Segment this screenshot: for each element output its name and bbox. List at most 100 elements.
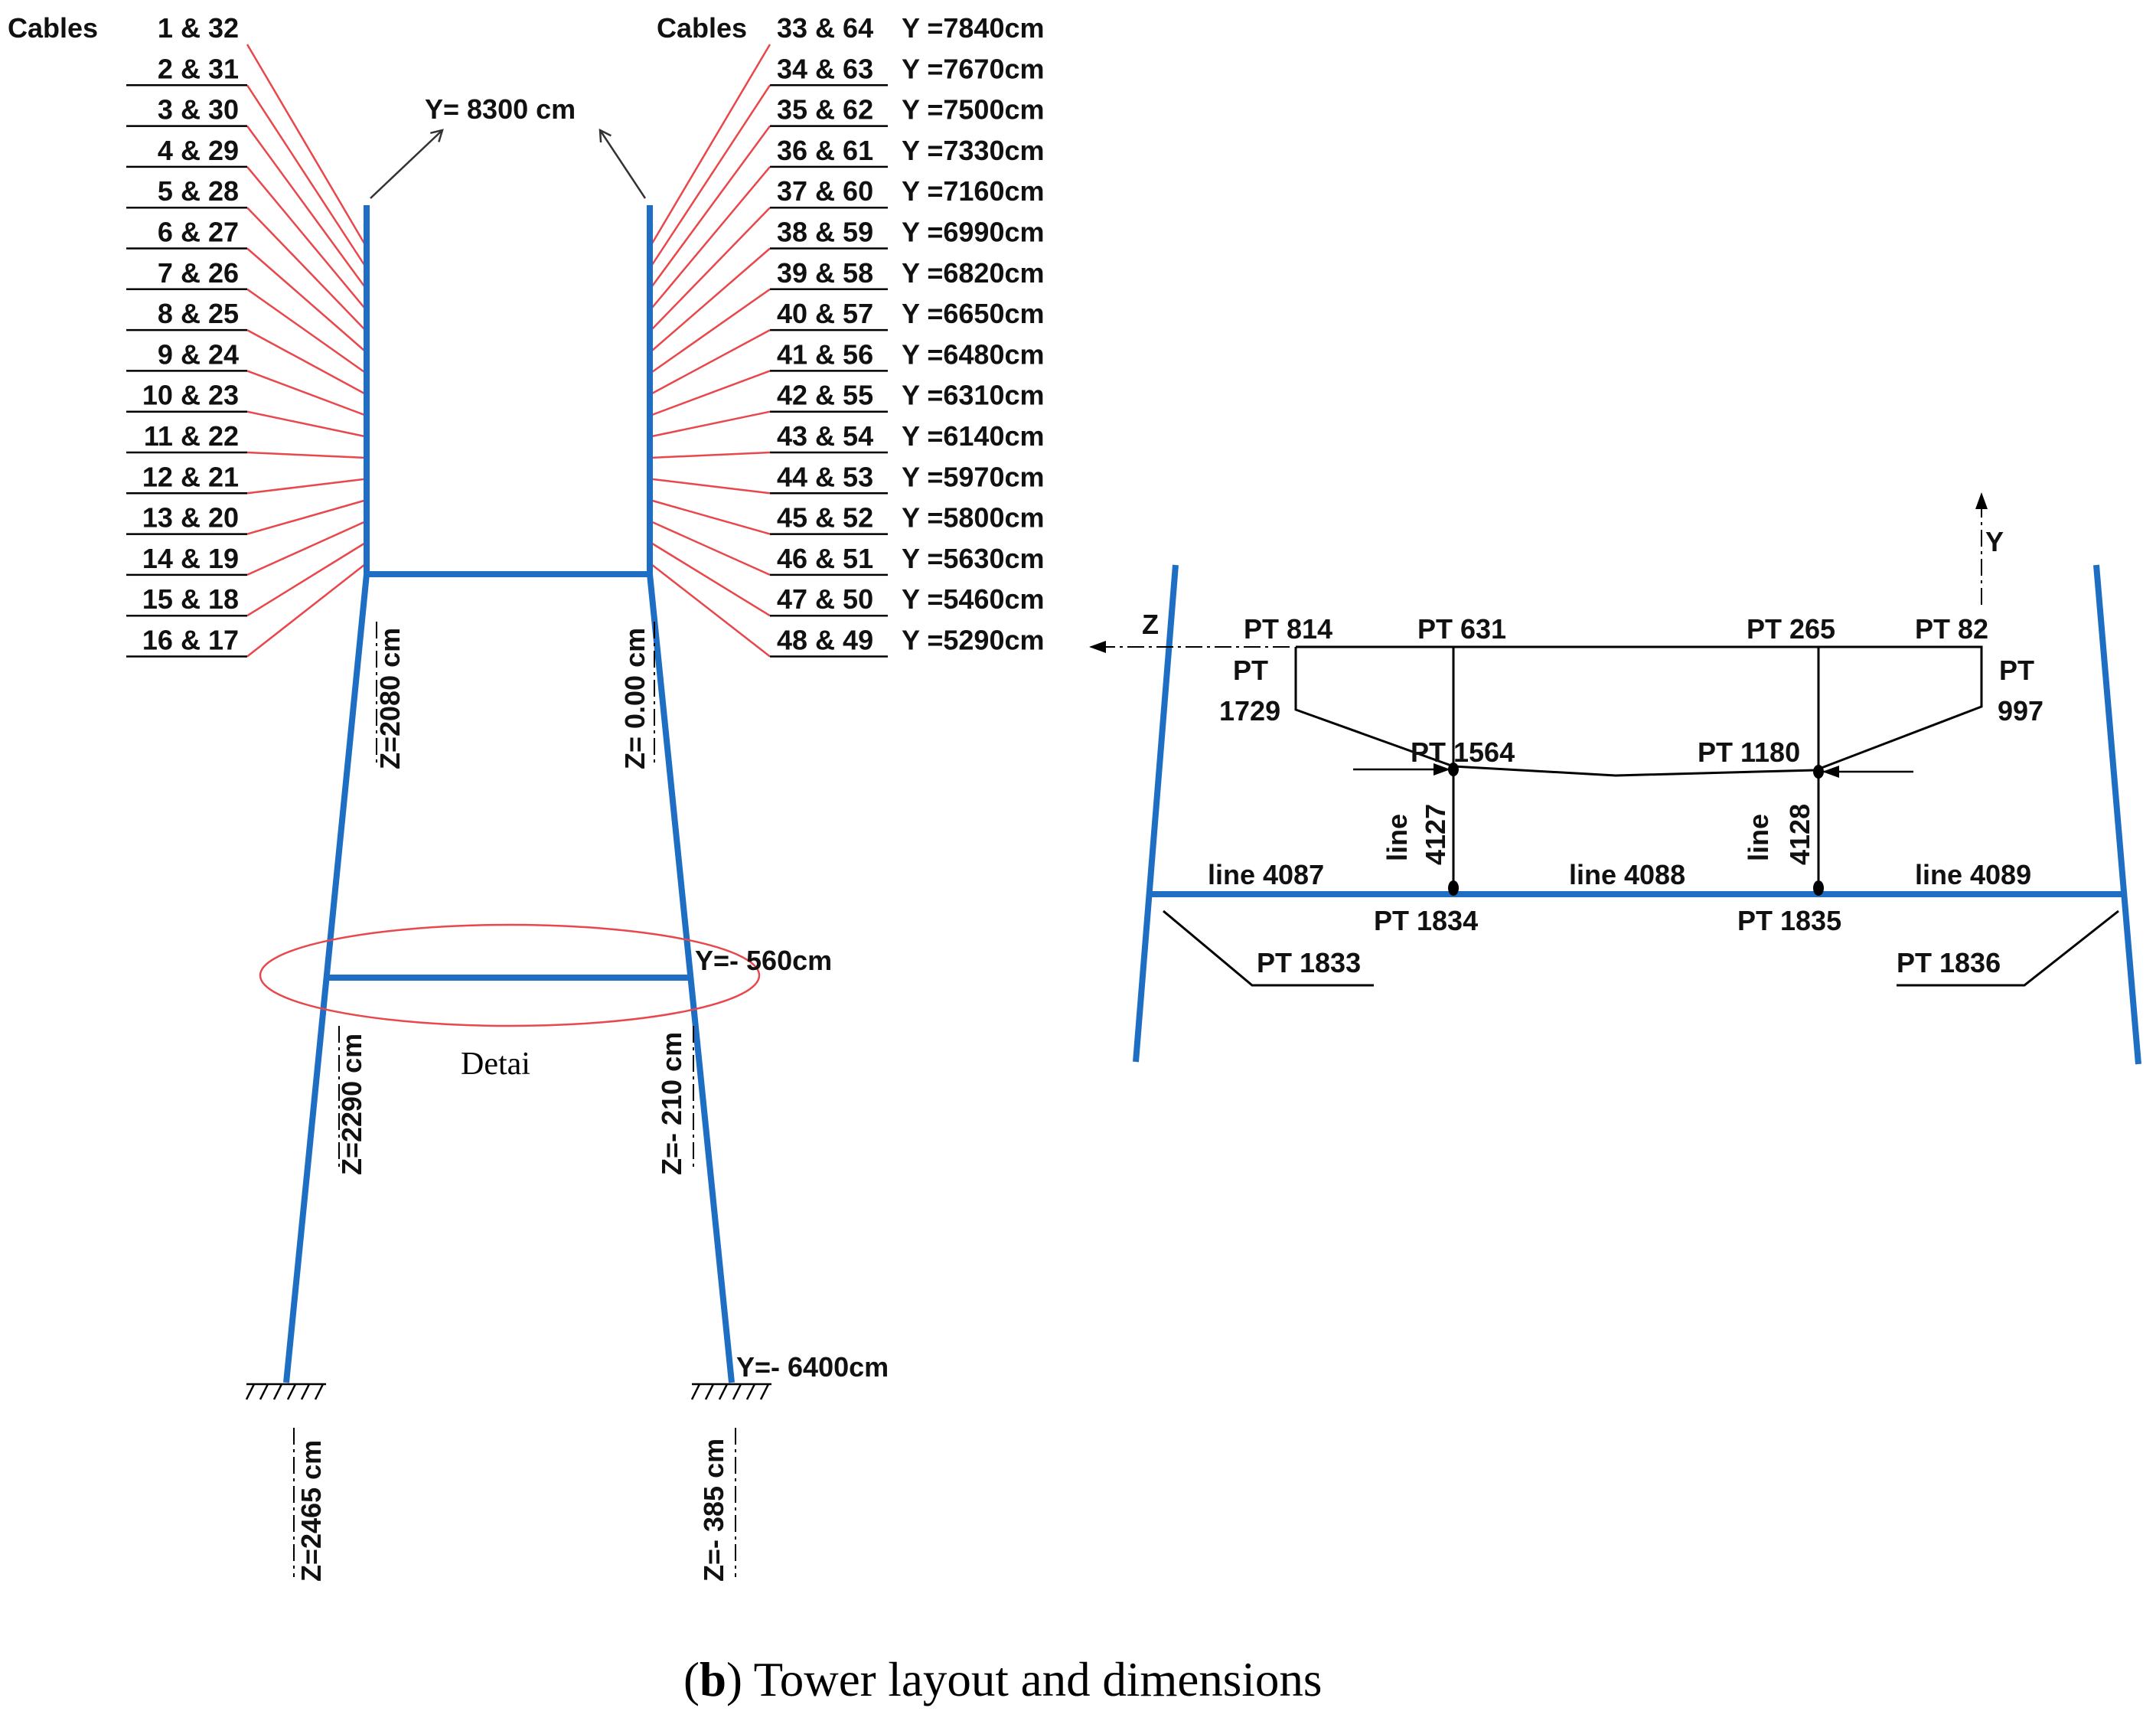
detail-left-leg [1133, 564, 1179, 1063]
z-base-left-label: Z=2465 cm [295, 1440, 327, 1582]
z-lower-right-label: Z=- 210 cm [656, 1032, 687, 1175]
left-fixed-support [245, 1383, 326, 1400]
left-cable-line [246, 562, 367, 658]
line4127-label-a: line [1381, 814, 1413, 861]
right-cable-label: 38 & 59 [777, 217, 873, 248]
left-cable-line [246, 520, 367, 576]
left-cable-label: 14 & 19 [142, 543, 239, 574]
left-cable-line [246, 288, 367, 375]
right-cable-elevation: Y =6820cm [902, 257, 1045, 289]
right-cables-heading: Cables [657, 12, 747, 44]
deck-outline [1294, 645, 1983, 777]
left-cable-line [246, 247, 367, 354]
right-cable-line [649, 328, 771, 396]
left-cable-line [246, 207, 367, 332]
left-cable-label: 10 & 23 [142, 380, 239, 411]
right-cable-label: 43 & 54 [777, 420, 873, 452]
left-cable-line [246, 329, 367, 396]
pt1836-label: PT 1836 [1897, 947, 2001, 978]
right-cable-label: 39 & 58 [777, 257, 873, 289]
left-cable-line [246, 540, 367, 617]
right-cable-label: 45 & 52 [777, 502, 873, 534]
right-cable-label: 36 & 61 [777, 135, 873, 166]
z-base-right-label: Z=- 385 cm [698, 1439, 729, 1582]
node-pt1180 [1813, 765, 1824, 779]
pt1729-label-a: PT [1233, 655, 1268, 686]
right-cable-label: 40 & 57 [777, 298, 873, 329]
right-cable-label: 42 & 55 [777, 380, 873, 411]
node-pt1835 [1813, 880, 1824, 896]
left-cable-label: 11 & 22 [144, 420, 239, 452]
right-cable-elevation: Y =6140cm [902, 420, 1045, 452]
left-cable-line [246, 125, 368, 290]
right-cable-label: 37 & 60 [777, 175, 873, 207]
right-cable-line [649, 247, 771, 354]
left-cable-label: 3 & 30 [158, 94, 239, 126]
right-cable-elevation: Y =6990cm [902, 217, 1045, 248]
crossbeam-elevation-label: Y=- 560cm [695, 945, 832, 976]
right-tower-lower-leg [647, 573, 735, 1383]
right-cable-label: 33 & 64 [777, 12, 873, 44]
right-cable-line [649, 166, 771, 312]
pt1729-label-b: 1729 [1219, 695, 1280, 727]
left-cable-label: 13 & 20 [142, 502, 239, 534]
right-fixed-support [690, 1383, 771, 1400]
right-cable-label: 46 & 51 [777, 543, 873, 574]
line4089-label: line 4089 [1915, 859, 2031, 890]
right-cable-elevation: Y =7160cm [902, 175, 1045, 207]
pt1564-label: PT 1564 [1411, 736, 1515, 768]
top-arrow-right [599, 128, 647, 199]
pt82-label: PT 82 [1915, 613, 1988, 645]
left-cable-line [246, 498, 367, 535]
left-cables-heading: Cables [8, 12, 98, 44]
left-cable-line [246, 84, 368, 269]
right-cable-line [649, 451, 771, 459]
right-cable-elevation: Y =5970cm [902, 461, 1045, 492]
crossbeam-detail: Y Z PT 814 PT 631 PT 265 PT 82 PT 1729 P… [1089, 492, 2141, 1065]
right-cable-elevation: Y =7500cm [902, 94, 1045, 126]
z-upper-left-label: Z=2080 cm [374, 628, 406, 769]
left-cable-label: 1 & 32 [158, 12, 239, 44]
figure-caption: (b) Tower layout and dimensions [683, 1653, 1322, 1706]
line4128-label-b: 4128 [1784, 804, 1815, 865]
left-cable-line [246, 478, 367, 495]
pt631-label: PT 631 [1417, 613, 1506, 645]
detail-label: Detai [461, 1047, 530, 1082]
z-upper-right-label: Z= 0.00 cm [619, 628, 651, 769]
right-cable-line [649, 410, 771, 438]
tower-elevation: Detai Y= 8300 cm Y=- 560cm Y=- 6400cm Z=… [8, 12, 1045, 1582]
pt1833-leader [1163, 909, 1374, 987]
left-cable-label: 2 & 31 [158, 53, 239, 84]
right-cable-elevation: Y =5800cm [902, 502, 1045, 534]
z-lower-left-label: Z=2290 cm [336, 1034, 367, 1175]
pt265-label: PT 265 [1747, 613, 1835, 645]
left-tower-lower-leg [283, 573, 370, 1383]
y-axis-label: Y [1985, 526, 2004, 557]
pt997-label-b: 997 [1998, 695, 2043, 727]
right-cable-line [649, 562, 771, 658]
right-cable-elevation: Y =7840cm [902, 12, 1045, 44]
right-cable-line [648, 84, 771, 269]
right-cable-line [649, 478, 771, 495]
line4127-label-b: 4127 [1420, 804, 1451, 865]
right-cable-elevation: Y =6650cm [902, 298, 1045, 329]
left-cable-line [246, 451, 367, 459]
right-cable-elevation: Y =5630cm [902, 543, 1045, 574]
left-cable-label: 4 & 29 [158, 135, 239, 166]
right-cable-elevation: Y =5290cm [902, 625, 1045, 656]
left-cable-line [246, 44, 368, 248]
left-cable-label: 9 & 24 [158, 338, 239, 370]
pt1835-label: PT 1835 [1737, 905, 1841, 936]
pt1834-label: PT 1834 [1374, 905, 1478, 936]
line4128-label-a: line [1743, 814, 1774, 861]
top-arrow-left [370, 129, 444, 199]
left-cable-line [246, 410, 367, 438]
right-cable-label: 35 & 62 [777, 94, 873, 126]
right-cable-lines [648, 44, 771, 658]
left-cable-lines [246, 44, 368, 658]
left-cable-label: 12 & 21 [142, 461, 239, 492]
right-cable-label: 34 & 63 [777, 53, 873, 84]
line4088-label: line 4088 [1569, 859, 1685, 890]
pt1836-leader [1897, 909, 2119, 987]
